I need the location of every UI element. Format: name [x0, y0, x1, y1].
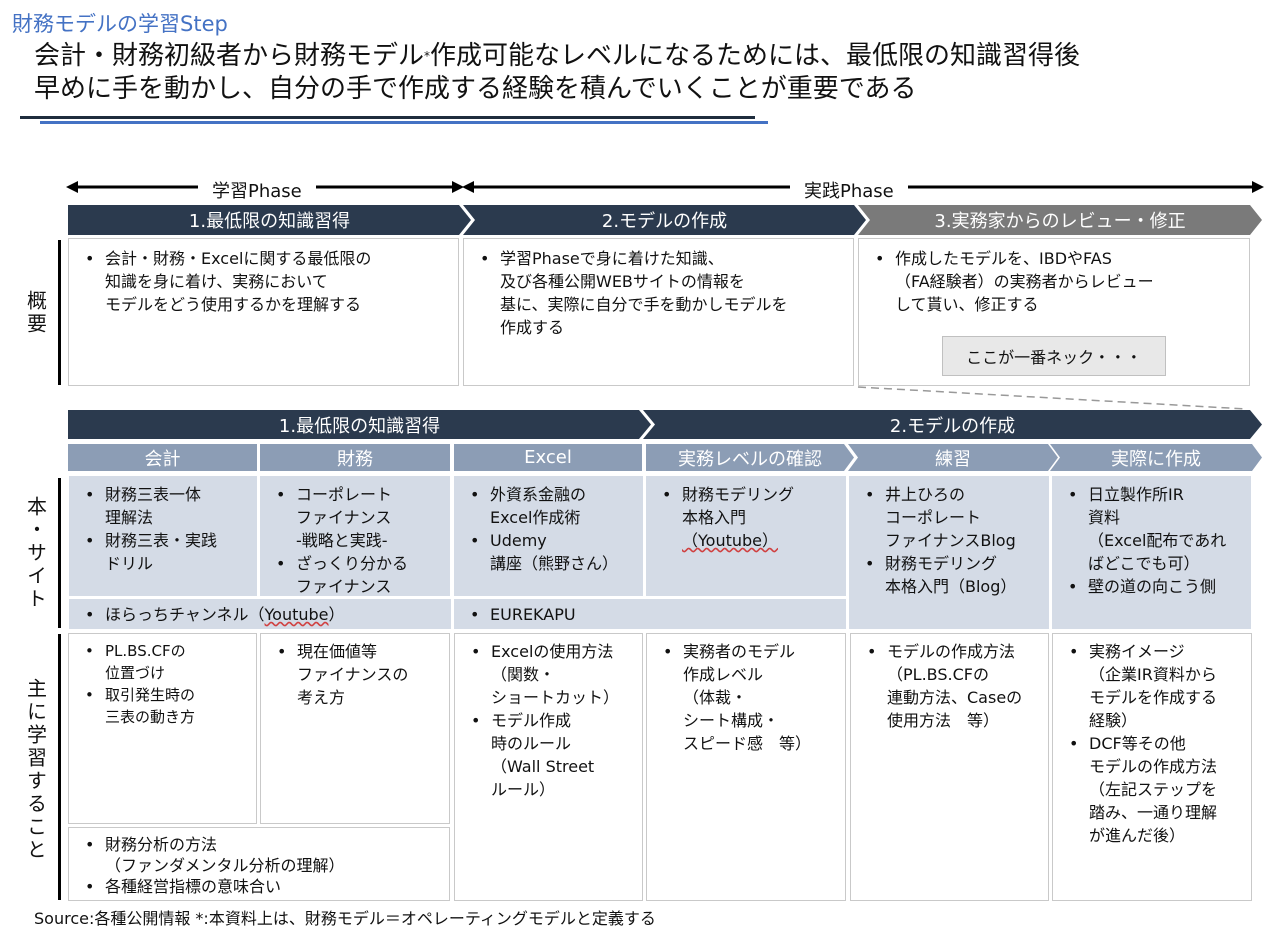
list-item: Udemy 講座（熊野さん）: [464, 529, 633, 575]
row-label-learning-points: 主に学習すること: [23, 678, 48, 862]
subheader-accounting: 会計: [68, 444, 257, 471]
list-item: DCF等その他 モデルの作成方法 （左記ステップを 踏み、一通り理解 が進んだ後…: [1063, 732, 1241, 847]
learning-cell-practice: モデルの作成方法 （PL.BS.CFの 連動方法、Caseの 使用方法 等）: [850, 633, 1049, 901]
overview-box-3: 作成したモデルを、IBDやFAS （FA経験者）の実務者からレビュー して貰い、…: [858, 238, 1250, 386]
headline-line-2: 早めに手を動かし、自分の手で作成する経験を積んでいくことが重要である: [34, 74, 917, 104]
phase-label-practice: 実践Phase: [790, 177, 908, 203]
list-item: 実務イメージ （企業IR資料から モデルを作成する 経験）: [1063, 640, 1241, 732]
list-item: 財務三表・実践 ドリル: [79, 529, 247, 575]
bottleneck-callout: ここが一番ネック・・・: [942, 336, 1166, 376]
arrow-right-icon: [1252, 181, 1264, 193]
list-item: Excelの使用方法 （関数・ ショートカット）: [465, 640, 632, 709]
arrow-right-icon: [452, 181, 464, 193]
list-item: EUREKAPU: [464, 603, 836, 626]
resource-cell-finance: コーポレート ファイナンス -戦略と実践- ざっくり分かる ファイナンス: [259, 475, 451, 597]
headline-line-1: 会計・財務初級者から財務モデル*作成可能なレベルになるためには、最低限の知識習得…: [34, 41, 1081, 71]
list-item: ざっくり分かる ファイナンス: [270, 552, 440, 598]
list-item: 外資系金融の Excel作成術: [464, 483, 633, 529]
learning-cell-excel: Excelの使用方法 （関数・ ショートカット） モデル作成 時のルール （Wa…: [454, 633, 643, 901]
list-item: 日立製作所IR 資料 （Excel配布であれ ばどこでも可）: [1062, 483, 1241, 575]
slide-title: 財務モデルの学習Step: [12, 12, 228, 36]
step-banner-2: 2.モデルの作成: [463, 205, 866, 235]
section-banner-1: 1.最低限の知識習得: [68, 410, 651, 439]
row-divider: [58, 634, 61, 900]
subheader-practical-level: 実務レベルの確認: [646, 444, 854, 471]
section-banner-2: 2.モデルの作成: [643, 410, 1262, 439]
list-item: モデル作成 時のルール （Wall Street ルール）: [465, 709, 632, 801]
list-item: 財務分析の方法 （ファンダメンタル分析の理解）: [79, 834, 439, 876]
resource-cell-practice: 井上ひろの コーポレート ファイナンスBlog 財務モデリング 本格入門（Blo…: [848, 475, 1050, 630]
list-item: コーポレート ファイナンス -戦略と実践-: [270, 483, 440, 552]
learning-cell-finance: 現在価値等 ファイナンスの 考え方: [260, 633, 450, 824]
subheader-finance: 財務: [260, 444, 450, 471]
youtube-link-text: （Youtube）: [682, 531, 778, 550]
row-divider: [58, 478, 61, 628]
arrow-left-icon: [66, 181, 78, 193]
list-item: 会計・財務・Excelに関する最低限の 知識を身に着け、実務において モデルをど…: [79, 247, 448, 316]
list-item: 井上ひろの コーポレート ファイナンスBlog: [859, 483, 1039, 552]
list-item: 学習Phaseで身に着けた知識、 及び各種公開WEBサイトの情報を 基に、実際に…: [474, 247, 843, 339]
list-item: PL.BS.CFの 位置づけ: [79, 640, 246, 684]
headline: 会計・財務初級者から財務モデル*作成可能なレベルになるためには、最低限の知識習得…: [34, 40, 1080, 106]
overview-box-1: 会計・財務・Excelに関する最低限の 知識を身に着け、実務において モデルをど…: [68, 238, 459, 386]
resource-cell-practical-level: 財務モデリング 本格入門（Youtube）: [645, 475, 847, 597]
list-item: 壁の道の向こう側: [1062, 575, 1241, 598]
resource-cell-accounting: 財務三表一体 理解法 財務三表・実践 ドリル: [68, 475, 258, 597]
list-item: ほらっちチャンネル（Youtube）: [79, 603, 441, 626]
row-label-resources: 本・サイト: [23, 495, 48, 611]
resource-cell-excel: 外資系金融の Excel作成術 Udemy 講座（熊野さん）: [453, 475, 644, 597]
list-item: 財務モデリング 本格入門（Blog）: [859, 552, 1039, 598]
list-item: 作成したモデルを、IBDやFAS （FA経験者）の実務者からレビュー して貰い、…: [869, 247, 1239, 316]
list-item: 実務者のモデル 作成レベル （体裁・ シート構成・ スピード感 等）: [657, 640, 835, 755]
list-item: 財務三表一体 理解法: [79, 483, 247, 529]
list-item: モデルの作成方法 （PL.BS.CFの 連動方法、Caseの 使用方法 等）: [861, 640, 1038, 732]
subheader-practice: 練習: [848, 444, 1058, 471]
learning-cell-shared: 財務分析の方法 （ファンダメンタル分析の理解） 各種経営指標の意味合い: [68, 827, 450, 901]
row-divider: [58, 240, 61, 385]
subheader-actual: 実際に作成: [1050, 444, 1262, 471]
subheader-excel: Excel: [454, 444, 642, 471]
resource-cell-actual: 日立製作所IR 資料 （Excel配布であれ ばどこでも可） 壁の道の向こう側: [1051, 475, 1252, 630]
row-label-overview: 概要: [23, 289, 48, 336]
resource-cell-shared-right: EUREKAPU: [453, 598, 847, 630]
learning-cell-accounting: PL.BS.CFの 位置づけ 取引発生時の 三表の動き方: [68, 633, 257, 824]
title-underline-blue: [40, 121, 768, 124]
arrow-left-icon: [462, 181, 474, 193]
phase-label-learning: 学習Phase: [198, 177, 316, 203]
title-underline-dark: [20, 116, 755, 119]
learning-cell-practical-level: 実務者のモデル 作成レベル （体裁・ シート構成・ スピード感 等）: [646, 633, 846, 901]
zoom-connector: [857, 386, 1247, 410]
step-banner-3: 3.実務家からのレビュー・修正: [858, 205, 1262, 235]
learning-cell-actual: 実務イメージ （企業IR資料から モデルを作成する 経験） DCF等その他 モデ…: [1052, 633, 1252, 901]
list-item: 財務モデリング 本格入門（Youtube）: [656, 483, 836, 552]
resource-cell-shared-left: ほらっちチャンネル（Youtube）: [68, 598, 452, 630]
list-item: 取引発生時の 三表の動き方: [79, 684, 246, 728]
list-item: 各種経営指標の意味合い: [79, 876, 439, 897]
source-footnote: Source:各種公開情報 *:本資料上は、財務モデル＝オペレーティングモデルと…: [34, 909, 656, 928]
step-banner-1: 1.最低限の知識習得: [68, 205, 471, 235]
overview-box-2: 学習Phaseで身に着けた知識、 及び各種公開WEBサイトの情報を 基に、実際に…: [463, 238, 854, 386]
list-item: 現在価値等 ファイナンスの 考え方: [271, 640, 439, 709]
